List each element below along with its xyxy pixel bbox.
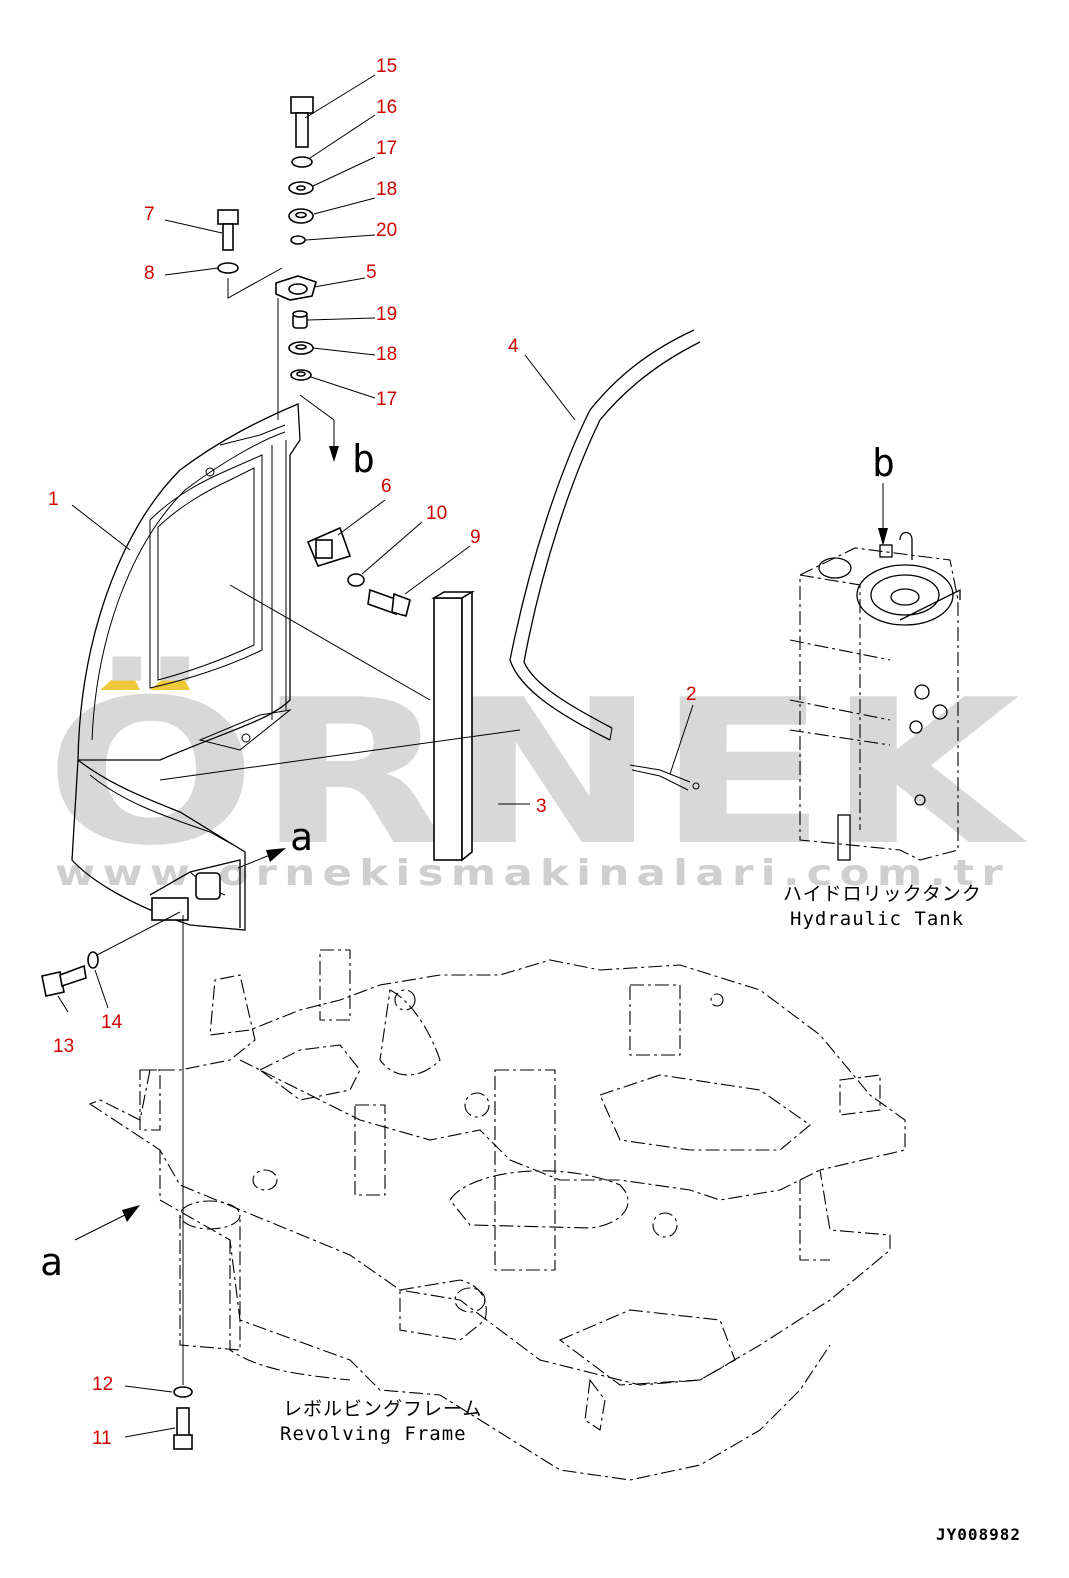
bolt-shank-15	[295, 112, 309, 148]
weather-strip-4	[509, 329, 701, 741]
drawing-code: JY008982	[936, 1525, 1021, 1544]
callout-2: 2	[686, 684, 697, 705]
pillar-3	[431, 590, 475, 862]
callout-12: 12	[92, 1374, 113, 1395]
caption-tank-en: Hydraulic Tank	[790, 908, 964, 930]
callout-16: 16	[376, 97, 397, 118]
callout-18-lower: 18	[376, 344, 397, 365]
bolt-13-group	[41, 911, 181, 997]
callout-20: 20	[376, 220, 397, 241]
callout-3: 3	[536, 796, 547, 817]
bracket-6-group	[306, 526, 411, 617]
pillar-front	[433, 597, 463, 861]
callout-15: 15	[376, 56, 397, 77]
callout-18: 18	[376, 179, 397, 200]
bolt-head-13	[41, 971, 65, 997]
callout-labels: 1 2 3 4 5 6 7 8 9 10 11 12 13 14 15 16 1…	[48, 56, 697, 1449]
bolt-head-7	[217, 209, 239, 225]
bolt-head-15	[290, 96, 314, 114]
callout-13: 13	[53, 1036, 74, 1057]
clip-2	[629, 764, 700, 791]
caption-tank-jp: ハイドロリックタンク	[783, 883, 982, 905]
watermark-accent-mark-2	[150, 666, 190, 690]
callout-10: 10	[426, 503, 447, 524]
callout-17: 17	[376, 138, 397, 159]
callout-1: 1	[48, 489, 59, 510]
caption-frame-jp: レボルビングフレーム	[283, 1398, 482, 1420]
watermark-accent-mark	[100, 666, 140, 690]
leader-lines	[57, 74, 694, 1438]
washer-16	[291, 156, 313, 168]
upper-hardware-stack	[275, 96, 339, 462]
side-cover-panel-1	[71, 403, 301, 931]
bolt-head-9	[391, 592, 411, 617]
ring-20	[290, 235, 306, 245]
callout-9: 9	[470, 527, 481, 548]
washer-12	[173, 1386, 193, 1398]
view-markers: b b a a	[40, 437, 895, 1284]
callout-11: 11	[92, 1428, 112, 1449]
bolt-shank-9	[367, 588, 399, 616]
caption-frame-en: Revolving Frame	[280, 1423, 467, 1445]
callout-8: 8	[144, 263, 155, 284]
bolt-head-11	[173, 1434, 193, 1450]
callout-5: 5	[366, 262, 377, 283]
callout-7: 7	[144, 204, 155, 225]
revolving-frame	[74, 848, 906, 1481]
bolt-7-group	[217, 209, 283, 299]
view-marker-b-tank: b	[872, 441, 895, 485]
hydraulic-tank	[789, 483, 961, 861]
washer-14	[87, 951, 99, 969]
bolt-shank-13	[59, 964, 87, 988]
view-marker-b-top: b	[352, 437, 375, 481]
callout-4: 4	[508, 336, 519, 357]
bolt-shank-11	[176, 1407, 190, 1437]
washer-8	[217, 262, 239, 274]
view-marker-a-upper: a	[290, 815, 313, 859]
bolt-shank-7	[222, 223, 234, 251]
view-marker-a-lower: a	[40, 1240, 63, 1284]
callout-14: 14	[101, 1012, 123, 1033]
callout-17-lower: 17	[376, 389, 397, 410]
washer-10	[347, 573, 365, 587]
callout-6: 6	[381, 476, 392, 497]
callout-19: 19	[376, 304, 397, 325]
bolt-11-group	[173, 915, 193, 1450]
captions: ハイドロリックタンク Hydraulic Tank レボルビングフレーム Rev…	[280, 883, 1021, 1544]
